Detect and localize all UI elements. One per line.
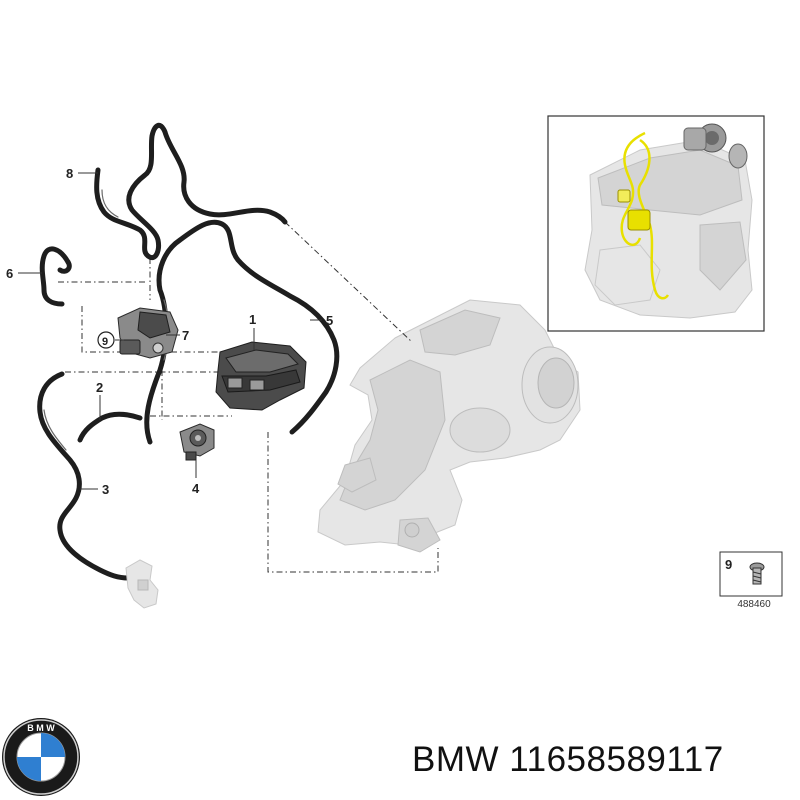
- screw-detail-box: [719, 551, 783, 597]
- turbocharger: [317, 299, 581, 553]
- inset-highlighted-hoses: [617, 131, 670, 300]
- screw-part-code: 488460: [737, 599, 771, 610]
- callout-labels: 8 6 1 5 7 9 2 3 4: [6, 166, 333, 497]
- callout-9-circle: [97, 331, 115, 349]
- hose-6: [39, 246, 72, 307]
- valve-7: [117, 307, 179, 359]
- callout-5: 5: [326, 313, 333, 328]
- callout-6: 6: [6, 266, 13, 281]
- brand-part-number: BMW 11658589117: [412, 740, 724, 779]
- bmw-roundel-logo: B M W: [2, 718, 80, 796]
- hose-2: [77, 411, 143, 443]
- callout-7: 7: [182, 328, 189, 343]
- hose-3: [37, 371, 131, 581]
- callout-9: 9: [102, 336, 108, 348]
- part-1-assembly: [215, 341, 307, 411]
- screw-icon: [749, 562, 765, 585]
- callout-4: 4: [192, 481, 200, 496]
- callout-8: 8: [66, 166, 73, 181]
- callout-1: 1: [249, 312, 256, 327]
- callout-3: 3: [102, 482, 109, 497]
- callout-2: 2: [96, 380, 103, 395]
- engine-overview-inset: [547, 115, 765, 332]
- screw-box-number: 9: [725, 557, 733, 572]
- hose-8: [94, 122, 288, 260]
- leader-lines: [18, 172, 322, 490]
- reference-lines: [58, 221, 439, 573]
- valve-4: [179, 423, 215, 461]
- svg-text:B M W: B M W: [27, 723, 55, 733]
- bottom-connector: [125, 559, 159, 609]
- inset-turbo: [683, 123, 748, 169]
